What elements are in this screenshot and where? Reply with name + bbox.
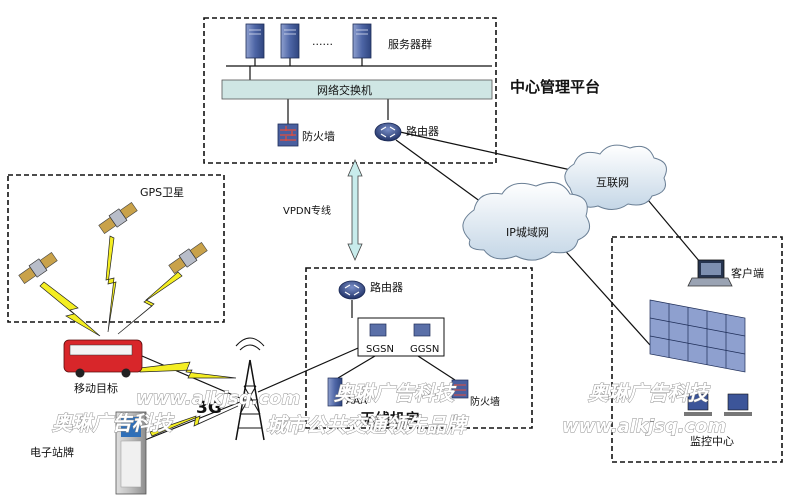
watermark-company: 奥琳广告科技 — [52, 411, 175, 435]
router-label: 路由器 — [406, 124, 439, 138]
aaa-label: AAA — [346, 396, 367, 407]
server-dots: ······ — [312, 38, 333, 51]
sgsn-label: SGSN — [366, 344, 394, 355]
watermark-company: 奥琳广告科技 — [588, 381, 711, 405]
network-switch-label: 网络交换机 — [317, 83, 372, 97]
monitor-center-label: 监控中心 — [690, 434, 734, 448]
ggsn-label: GGSN — [410, 344, 439, 355]
gps-box — [7, 174, 225, 323]
central-platform-box — [203, 17, 497, 164]
lightning-bolt-icon — [105, 235, 117, 333]
watermark: www.alkjsq.com 奥琳广告科技 奥琳广告科技 奥琳广告科技 城市公共… — [52, 381, 727, 438]
workstation-icon — [684, 393, 712, 416]
satellite-icon — [18, 252, 58, 284]
lightning-bolt-icon — [117, 271, 183, 335]
electronic-sign-icon — [115, 411, 147, 495]
satellite-icon — [168, 242, 208, 274]
server-icon — [245, 23, 265, 59]
ggsn-switch-icon — [413, 323, 431, 337]
watermark-url: www.alkjsq.com — [136, 388, 300, 409]
electronic-sign-label: 电子站牌 — [30, 445, 74, 459]
central-platform-label: 中心管理平台 — [510, 78, 600, 96]
wireless-room-box — [305, 267, 533, 429]
wireless-firewall-icon — [451, 379, 469, 399]
firewall-icon — [277, 123, 299, 147]
server-icon — [280, 23, 300, 59]
bus-icon — [63, 339, 143, 378]
sgsn-switch-icon — [369, 323, 387, 337]
internet-label: 互联网 — [596, 176, 629, 189]
vpdn-arrow — [347, 159, 363, 261]
3g-label: 3G — [196, 398, 222, 418]
video-wall-icon — [649, 299, 746, 373]
laptop-icon — [687, 259, 733, 287]
aaa-server-icon — [327, 377, 343, 407]
ip-metro-label: IP城域网 — [506, 226, 549, 239]
connection-lines — [141, 58, 701, 441]
client-label: 客户端 — [731, 266, 764, 280]
wireless-room-label: 无线机房 — [359, 410, 420, 428]
watermark-slogan: 城市公共交通领先品牌 — [266, 413, 469, 437]
watermark-company: 奥琳广告科技 — [334, 381, 457, 405]
wireless-router-label: 路由器 — [370, 280, 403, 294]
lightning-bolt-icon — [149, 405, 239, 437]
server-icon — [352, 23, 372, 59]
server-group-label: 服务器群 — [388, 37, 432, 51]
router-icon — [374, 122, 402, 142]
gps-satellites: GPS卫星 — [18, 186, 208, 284]
lightning-bolt-icon — [139, 361, 237, 379]
internet-cloud: 互联网 — [564, 144, 667, 210]
workstation-icon — [724, 393, 752, 416]
gps-label: GPS卫星 — [140, 186, 184, 199]
firewall-label: 防火墙 — [302, 129, 335, 143]
vpdn-label: VPDN专线 — [283, 204, 331, 217]
ip-metro-cloud: IP城域网 — [462, 181, 591, 261]
satellite-icon — [98, 202, 138, 234]
gsn-box: SGSN GGSN — [357, 317, 445, 357]
monitor-center-box — [611, 236, 783, 463]
network-switch: 网络交换机 — [221, 79, 493, 100]
mobile-target-label: 移动目标 — [74, 381, 118, 395]
watermark-url: www.alkjsq.com — [562, 416, 726, 437]
cell-tower-icon — [235, 337, 265, 441]
lightning-bolt-icon — [39, 281, 101, 337]
signal-bolts — [39, 235, 239, 437]
wireless-router-icon — [338, 280, 366, 300]
wireless-firewall-label: 防火墙 — [470, 395, 500, 408]
server-group: ······ 服务器群 — [245, 23, 432, 59]
